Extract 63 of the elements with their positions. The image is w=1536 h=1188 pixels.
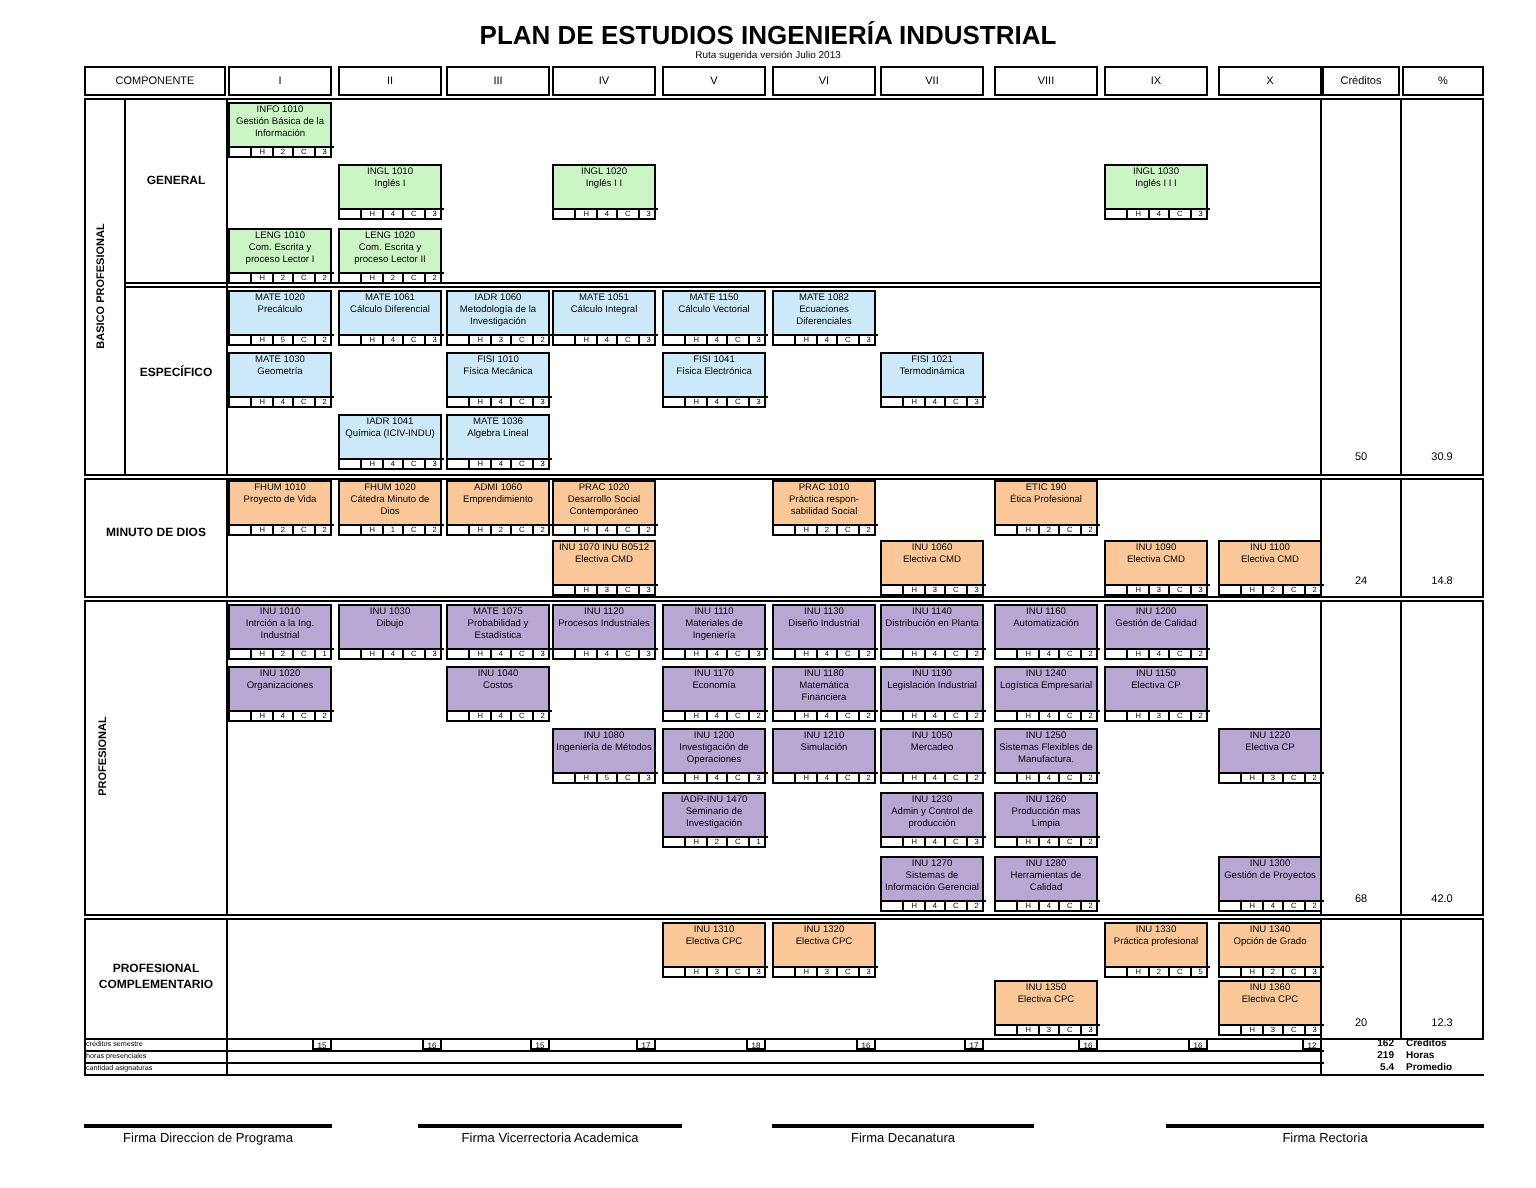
course-box xyxy=(1218,540,1322,596)
course-box xyxy=(880,856,984,912)
course-box xyxy=(994,792,1098,848)
course-box xyxy=(994,604,1098,660)
course-box xyxy=(662,922,766,978)
course-box xyxy=(994,856,1098,912)
course-box xyxy=(880,604,984,660)
course-box xyxy=(880,352,984,408)
course-box xyxy=(772,922,876,978)
course-box xyxy=(880,728,984,784)
course-box xyxy=(880,666,984,722)
course-box xyxy=(552,480,656,536)
course-box xyxy=(552,164,656,220)
course-box xyxy=(772,290,876,346)
course-box xyxy=(1218,980,1322,1036)
course-box xyxy=(228,102,332,158)
course-box xyxy=(552,728,656,784)
course-box xyxy=(1218,856,1322,912)
course-box xyxy=(552,290,656,346)
course-box xyxy=(1218,922,1322,978)
course-box xyxy=(1104,922,1208,978)
course-box xyxy=(446,290,550,346)
course-box xyxy=(772,604,876,660)
course-box xyxy=(772,480,876,536)
course-box xyxy=(338,480,442,536)
course-box xyxy=(662,352,766,408)
course-box xyxy=(446,414,550,470)
course-box xyxy=(1104,604,1208,660)
course-box xyxy=(772,728,876,784)
course-box xyxy=(994,980,1098,1036)
course-box xyxy=(338,164,442,220)
course-box xyxy=(446,604,550,660)
course-box xyxy=(994,728,1098,784)
course-box xyxy=(662,728,766,784)
course-box xyxy=(552,540,656,596)
course-box xyxy=(994,666,1098,722)
course-box xyxy=(880,540,984,596)
course-box xyxy=(772,666,876,722)
course-box xyxy=(1104,164,1208,220)
course-box xyxy=(662,604,766,660)
course-box xyxy=(880,792,984,848)
course-box xyxy=(228,480,332,536)
course-box xyxy=(228,290,332,346)
course-box xyxy=(338,414,442,470)
course-box xyxy=(1104,540,1208,596)
course-box xyxy=(228,352,332,408)
course-box xyxy=(662,290,766,346)
course-box xyxy=(662,666,766,722)
course-box xyxy=(994,480,1098,536)
course-box xyxy=(446,480,550,536)
course-box xyxy=(662,792,766,848)
course-box xyxy=(338,290,442,346)
course-box xyxy=(446,666,550,722)
course-box xyxy=(446,352,550,408)
course-box xyxy=(1104,666,1208,722)
course-box xyxy=(228,666,332,722)
course-box xyxy=(552,604,656,660)
course-box xyxy=(338,604,442,660)
title: PLAN DE ESTUDIOS INGENIERÍA INDUSTRIAL xyxy=(477,20,1059,50)
course-box xyxy=(228,228,332,284)
course-box xyxy=(228,604,332,660)
course-box xyxy=(1218,728,1322,784)
course-box xyxy=(338,228,442,284)
